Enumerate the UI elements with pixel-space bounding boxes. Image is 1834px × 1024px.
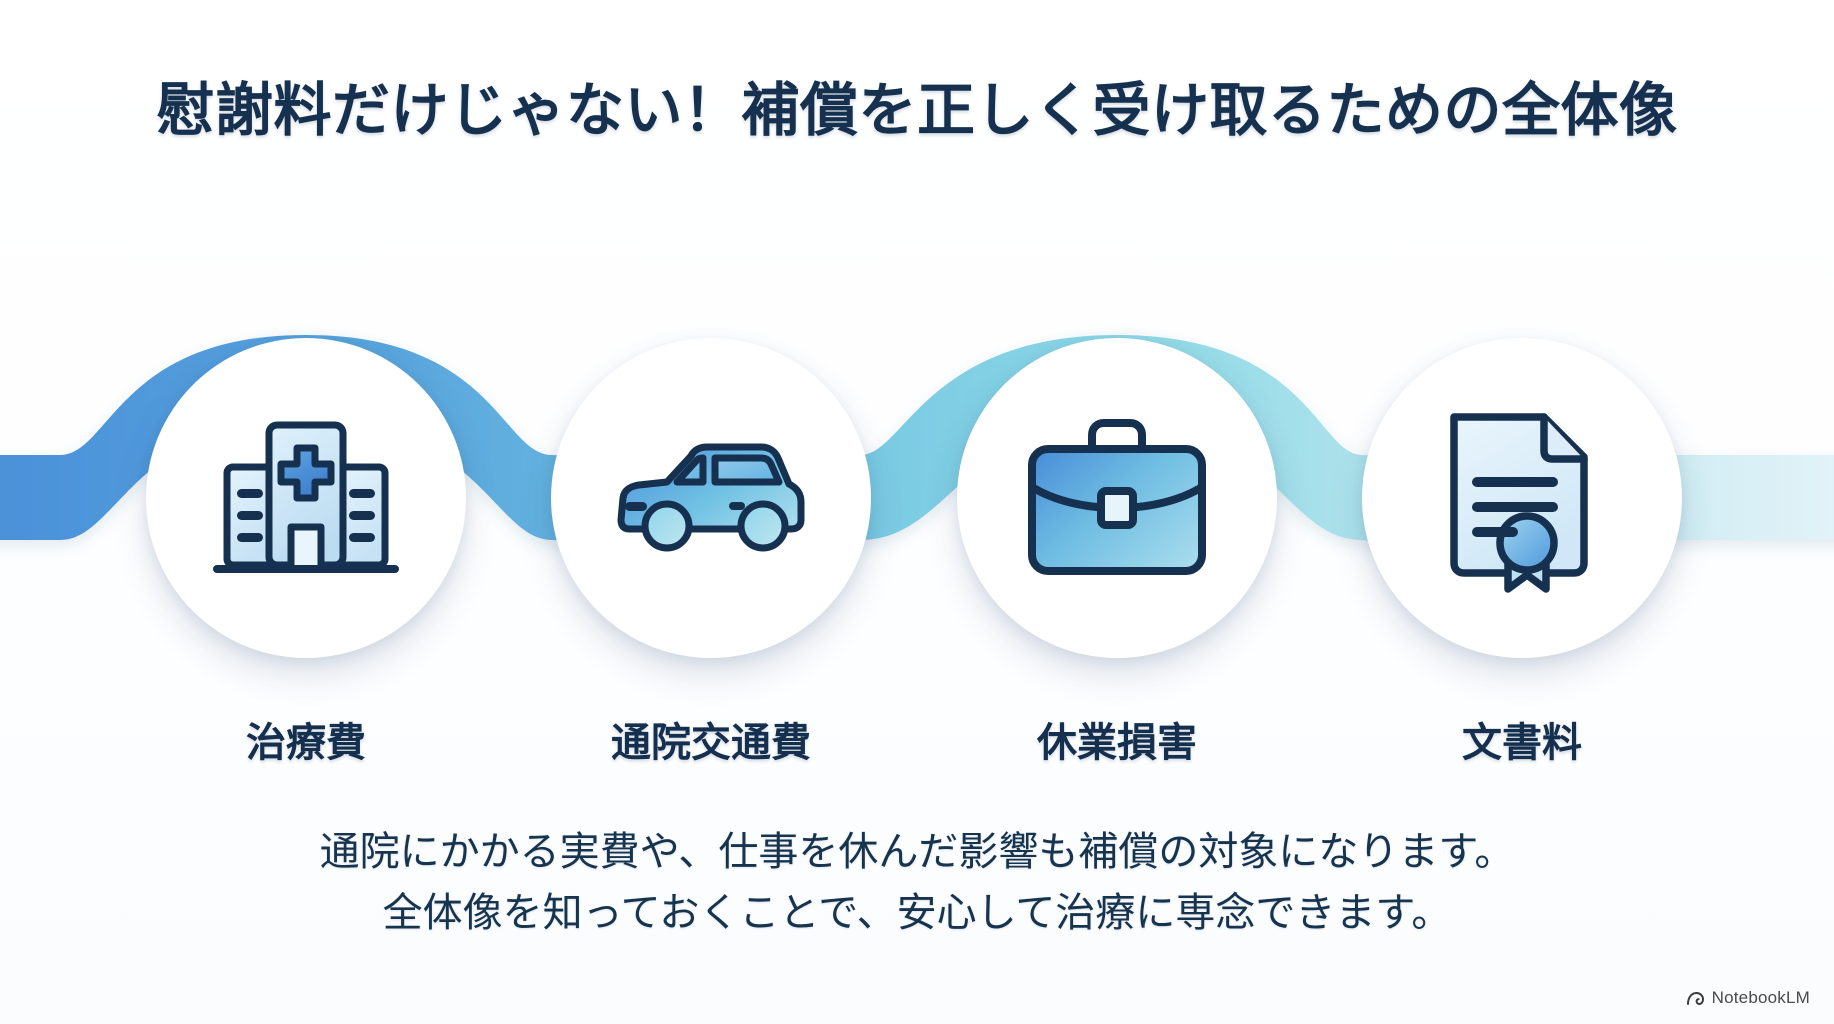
step-node-3[interactable] [957,338,1277,658]
step-node-4[interactable] [1362,338,1682,658]
notebooklm-logo-icon [1686,991,1705,1006]
step-label-2: 通院交通費 [611,721,811,765]
step-label-4: 文書料 [1462,721,1582,765]
car-icon [617,443,805,552]
step-labels: 治療費 通院交通費 休業損害 文書料 [0,710,1834,780]
watermark: NotebookLM [1686,988,1810,1008]
process-flow-ribbon [0,240,1834,620]
hospital-building-icon [213,421,399,573]
page-title: 慰謝料だけじゃない！補償を正しく受け取るための全体像 [156,78,1678,143]
step-label-3: 休業損害 [1037,721,1197,765]
step-label-1: 治療費 [246,721,366,765]
caption-block: 通院にかかる実費や、仕事を休んだ影響も補償の対象になります。 全体像を知っておく… [0,822,1834,944]
caption-line-2: 全体像を知っておくことで、安心して治療に専念できます。 [382,890,1452,935]
step-node-1[interactable] [146,338,466,658]
caption-line-1: 通院にかかる実費や、仕事を休んだ影響も補償の対象になります。 [319,830,1515,874]
briefcase-icon [1028,418,1206,575]
step-node-2[interactable] [551,338,871,658]
certificate-document-icon [1450,413,1588,593]
watermark-label: NotebookLM [1711,988,1810,1007]
step-nodes [0,240,1834,658]
